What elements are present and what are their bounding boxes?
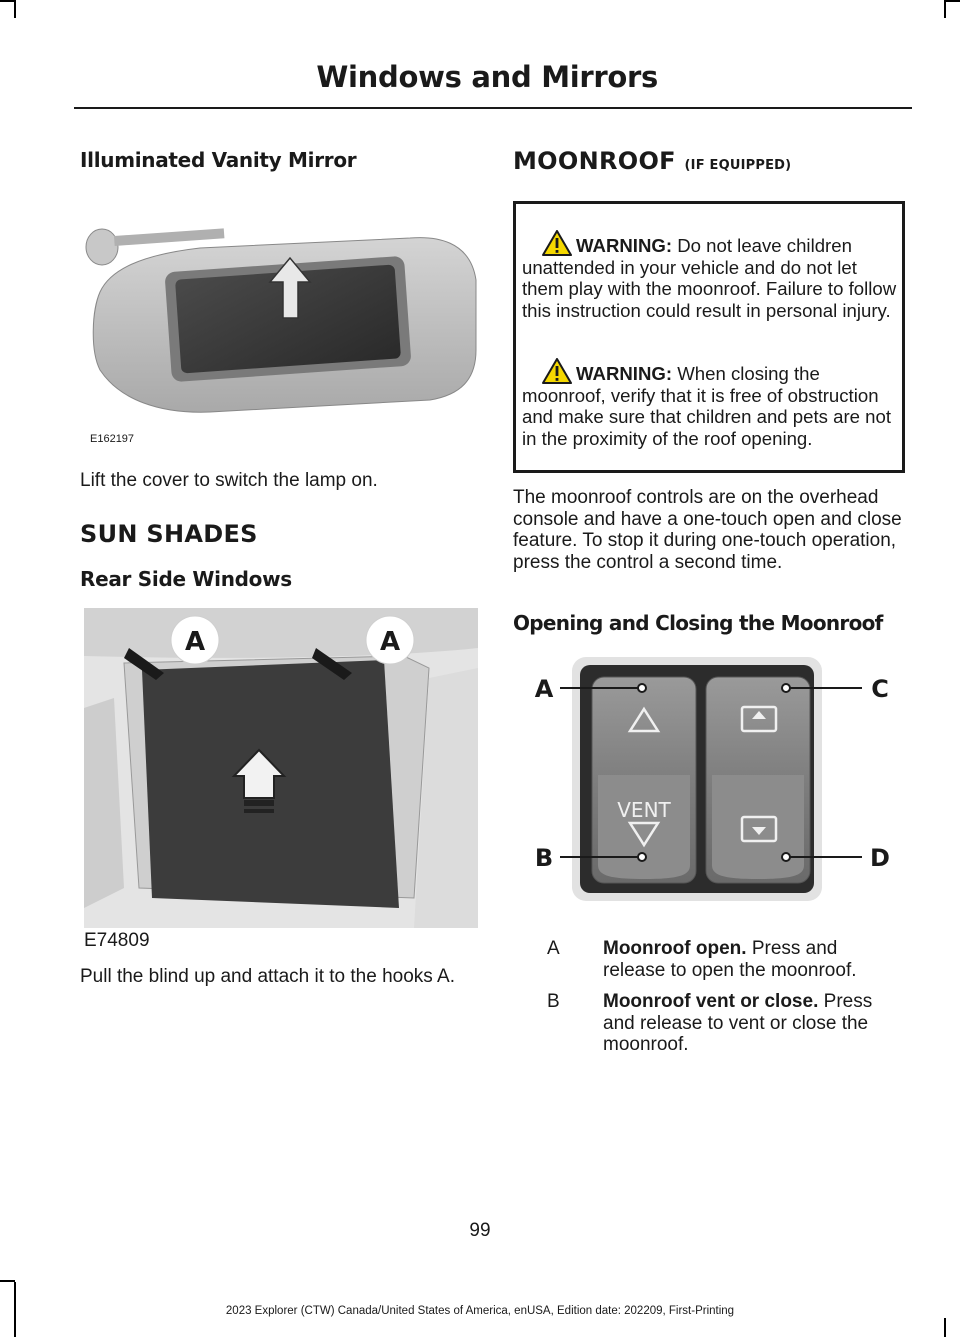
moonroof-switch-illustration: VENT A B C D bbox=[535, 657, 890, 901]
rear-figure-code: E74809 bbox=[84, 930, 150, 951]
opening-closing-heading: Opening and Closing the Moonroof bbox=[513, 611, 883, 635]
legend-key: A bbox=[547, 938, 560, 959]
warning-2: WARNING: When closing the moonroof, veri… bbox=[522, 358, 902, 449]
rear-callout-a-1: A bbox=[185, 627, 205, 657]
page-header-title: Windows and Mirrors bbox=[316, 60, 658, 94]
callout-a: A bbox=[535, 675, 554, 703]
crop-mark bbox=[14, 1282, 16, 1337]
rear-text: Pull the blind up and attach it to the h… bbox=[80, 966, 455, 987]
warning-2-label: WARNING: bbox=[576, 363, 673, 384]
warning-1: WARNING: Do not leave children unattende… bbox=[522, 230, 902, 321]
legend-text: Moonroof vent or close. Press and releas… bbox=[603, 991, 903, 1056]
moonroof-heading: MOONROOF (IF EQUIPPED) bbox=[513, 147, 791, 175]
crop-mark bbox=[944, 0, 946, 18]
callout-d: D bbox=[870, 844, 890, 872]
rear-callout-a-2: A bbox=[380, 627, 400, 657]
page-number: 99 bbox=[469, 1220, 491, 1241]
crop-mark bbox=[0, 1280, 15, 1282]
callout-b: B bbox=[535, 844, 553, 872]
warning-triangle-icon bbox=[542, 358, 572, 384]
warning-1-label: WARNING: bbox=[576, 235, 673, 256]
vanity-figure-code: E162197 bbox=[90, 433, 135, 445]
page-footer: 2023 Explorer (CTW) Canada/United States… bbox=[225, 1305, 735, 1317]
legend-description: Press and release to vent or close the m… bbox=[603, 991, 873, 1055]
moonroof-heading-suffix: (IF EQUIPPED) bbox=[684, 158, 792, 173]
crop-mark bbox=[944, 1318, 946, 1337]
sun-shades-heading: SUN SHADES bbox=[80, 520, 258, 548]
crop-mark bbox=[14, 0, 16, 18]
vanity-mirror-illustration bbox=[85, 228, 477, 413]
warning-triangle-icon bbox=[542, 230, 572, 256]
warning-2-text: When closing the moonroof, verify that i… bbox=[522, 363, 892, 449]
vanity-text: Lift the cover to switch the lamp on. bbox=[80, 470, 378, 491]
moonroof-heading-title: MOONROOF bbox=[513, 147, 676, 175]
rear-sunshade-illustration: A A bbox=[84, 608, 478, 928]
warning-1-text: Do not leave children unattended in your… bbox=[522, 235, 897, 321]
crop-mark bbox=[945, 0, 960, 2]
legend-title: Moonroof open. bbox=[603, 938, 747, 959]
callout-c: C bbox=[871, 675, 889, 703]
crop-mark bbox=[0, 0, 15, 2]
warning-box: WARNING: Do not leave children unattende… bbox=[513, 201, 905, 473]
header-rule bbox=[74, 107, 912, 109]
vanity-mirror-heading: Illuminated Vanity Mirror bbox=[80, 148, 357, 172]
legend-description: Press and release to open the moonroof. bbox=[603, 938, 857, 981]
legend-title: Moonroof vent or close. bbox=[603, 991, 819, 1012]
rear-side-windows-heading: Rear Side Windows bbox=[80, 567, 292, 591]
vent-label: VENT bbox=[617, 798, 671, 822]
legend-key: B bbox=[547, 991, 560, 1012]
legend-text: Moonroof open. Press and release to open… bbox=[603, 938, 903, 981]
moonroof-intro-text: The moonroof controls are on the overhea… bbox=[513, 487, 902, 573]
